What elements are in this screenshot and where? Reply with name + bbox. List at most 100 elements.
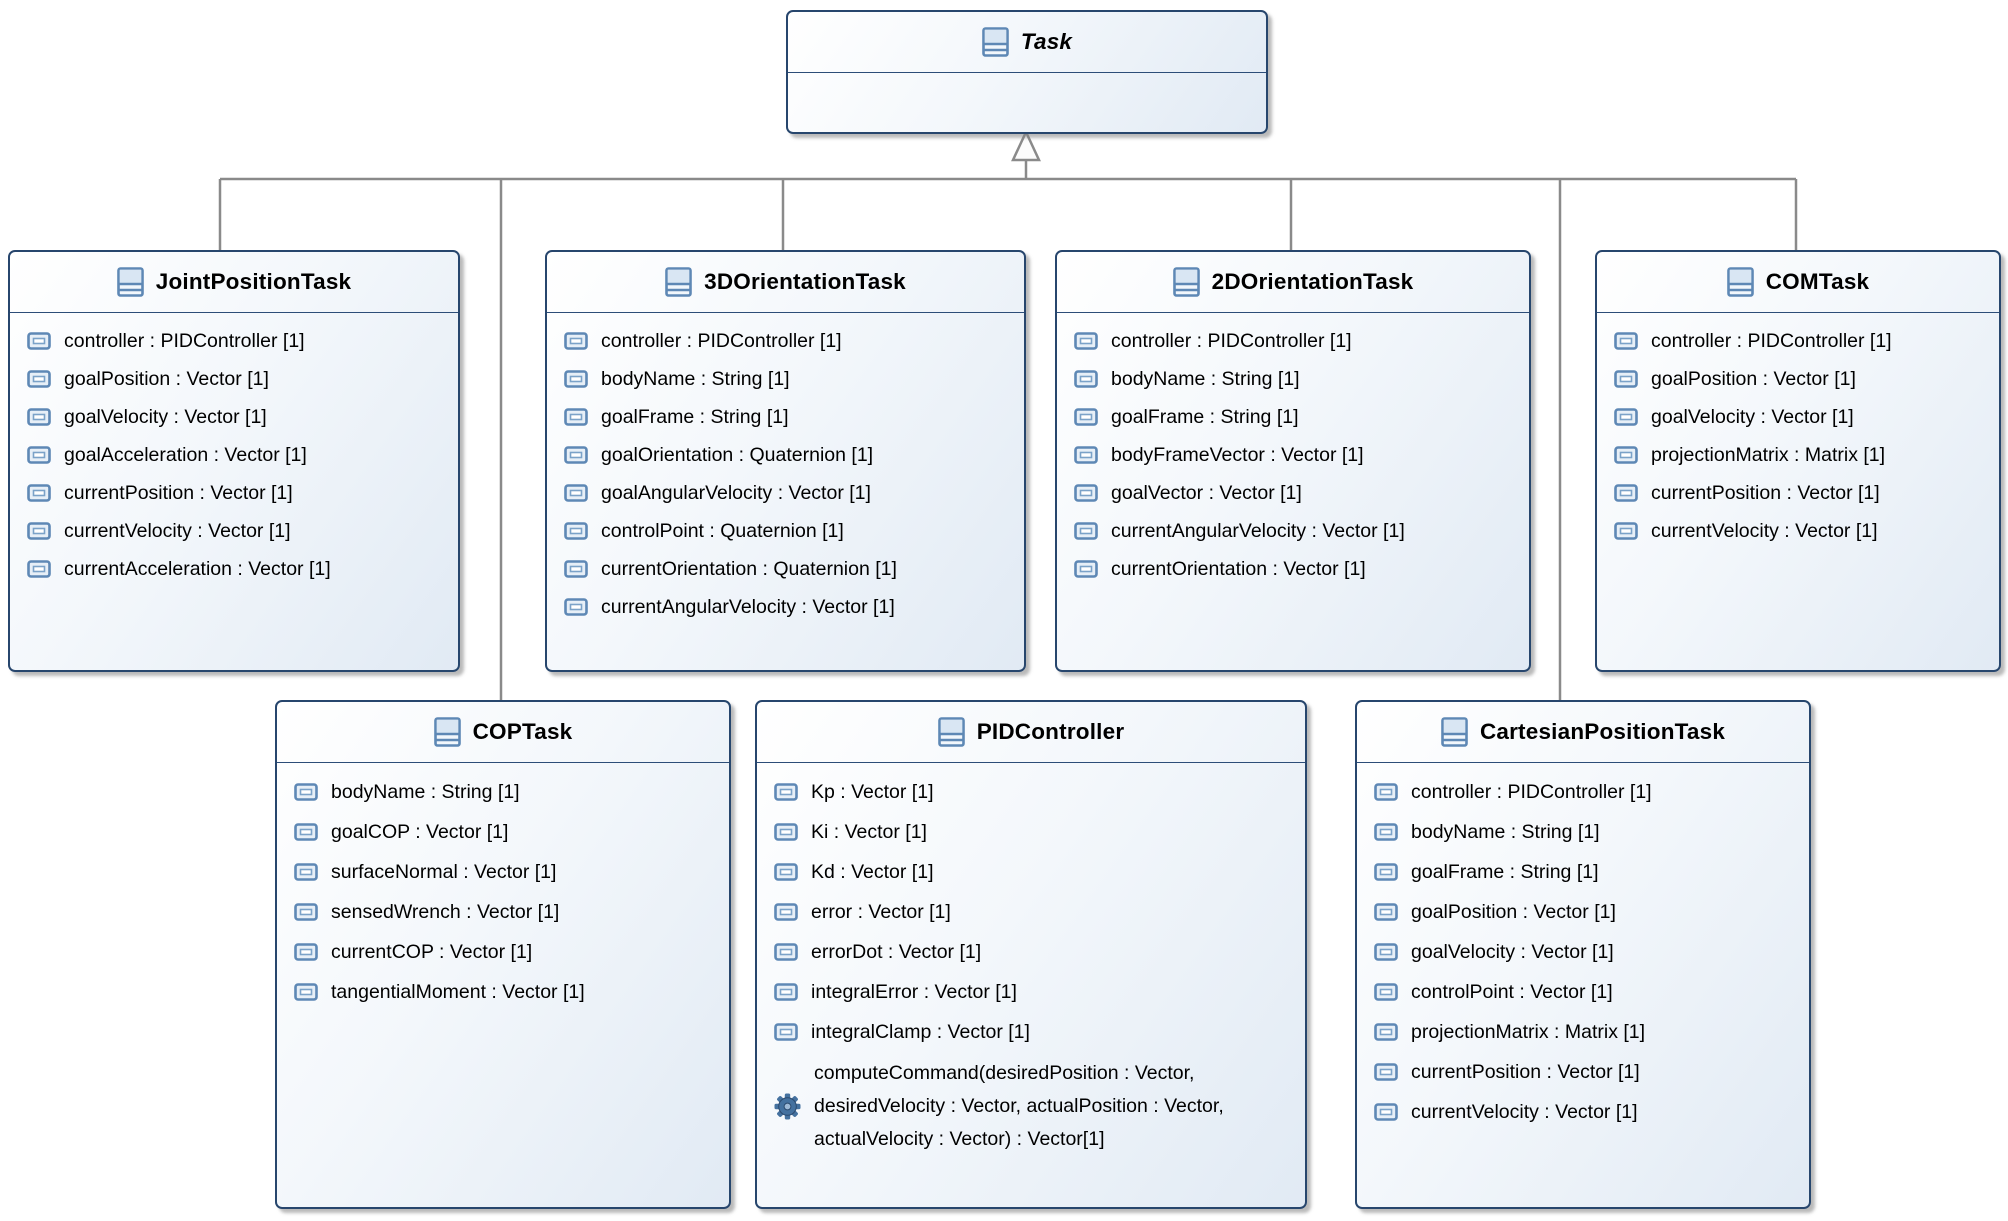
class-name: PIDController (976, 719, 1125, 744)
attribute-icon (564, 560, 588, 578)
class-cartesianpositiontask[interactable]: CartesianPositionTask controller : PIDCo… (1355, 700, 1811, 1209)
attribute-row: goalVelocity : Vector [1] (27, 398, 450, 436)
attribute-icon (1074, 484, 1098, 502)
attribute-row: projectionMatrix : Matrix [1] (1614, 436, 1991, 474)
attribute-row: errorDot : Vector [1] (774, 932, 1297, 972)
attribute-icon (1374, 903, 1398, 921)
attribute-icon (27, 332, 51, 350)
attribute-icon (27, 446, 51, 464)
attribute-text: goalVelocity : Vector [1] (1651, 405, 1854, 428)
attribute-row: controller : PIDController [1] (564, 322, 1016, 360)
class-title-bar: CartesianPositionTask (1357, 702, 1809, 763)
attribute-icon (294, 783, 318, 801)
attribute-row: goalPosition : Vector [1] (1614, 360, 1991, 398)
attribute-icon (1074, 370, 1098, 388)
attribute-icon (774, 783, 798, 801)
attribute-row: bodyName : String [1] (1074, 360, 1521, 398)
attribute-icon (1374, 783, 1398, 801)
class-title-bar: 2DOrientationTask (1057, 252, 1529, 313)
attribute-row: goalCOP : Vector [1] (294, 812, 721, 852)
attribute-icon (564, 408, 588, 426)
attribute-icon (27, 522, 51, 540)
attribute-icon (1074, 332, 1098, 350)
attribute-text: controller : PIDController [1] (1411, 780, 1652, 803)
attribute-icon (1074, 560, 1098, 578)
class-icon (1726, 267, 1754, 297)
class-pidcontroller[interactable]: PIDController Kp : Vector [1] Ki : Vector… (755, 700, 1307, 1209)
attribute-text: projectionMatrix : Matrix [1] (1411, 1020, 1646, 1043)
attributes-compartment: controller : PIDController [1] goalPositi… (1597, 313, 1999, 550)
attribute-icon (1614, 332, 1638, 350)
attribute-row: goalFrame : String [1] (1074, 398, 1521, 436)
attribute-row: Kd : Vector [1] (774, 852, 1297, 892)
attribute-text: sensedWrench : Vector [1] (331, 900, 560, 923)
class-2dorientationtask[interactable]: 2DOrientationTask controller : PIDContro… (1055, 250, 1531, 672)
attribute-row: currentVelocity : Vector [1] (1614, 512, 1991, 550)
attribute-icon (1374, 983, 1398, 1001)
class-title-bar: 3DOrientationTask (547, 252, 1024, 313)
attribute-icon (1614, 370, 1638, 388)
attribute-text: bodyName : String [1] (1111, 367, 1300, 390)
attribute-text: goalVelocity : Vector [1] (1411, 940, 1614, 963)
attribute-text: controller : PIDController [1] (64, 329, 305, 352)
class-title-bar: Task (788, 12, 1266, 73)
attribute-text: controller : PIDController [1] (1651, 329, 1892, 352)
class-comtask[interactable]: COMTask controller : PIDController [1] go… (1595, 250, 2001, 672)
attribute-row: integralClamp : Vector [1] (774, 1012, 1297, 1052)
attribute-icon (1614, 484, 1638, 502)
attribute-text: goalOrientation : Quaternion [1] (601, 443, 874, 466)
attribute-text: controlPoint : Quaternion [1] (601, 519, 844, 542)
class-task[interactable]: Task (786, 10, 1268, 134)
attribute-row: Kp : Vector [1] (774, 772, 1297, 812)
attribute-text: currentAngularVelocity : Vector [1] (1111, 519, 1405, 542)
attributes-compartment (788, 73, 1266, 82)
attribute-icon (774, 903, 798, 921)
attribute-text: currentAngularVelocity : Vector [1] (601, 595, 895, 618)
attribute-text: goalPosition : Vector [1] (1651, 367, 1856, 390)
class-name: 3DOrientationTask (704, 269, 906, 294)
class-coptask[interactable]: COPTask bodyName : String [1]goalCOP : V… (275, 700, 731, 1209)
attribute-row: integralError : Vector [1] (774, 972, 1297, 1012)
attributes-compartment: Kp : Vector [1] Ki : Vector [1] Kd : Vecto… (757, 763, 1305, 1156)
attribute-icon (564, 522, 588, 540)
attribute-text: goalAcceleration : Vector [1] (64, 443, 307, 466)
class-icon (116, 267, 144, 297)
attribute-row: controller : PIDController [1] (27, 322, 450, 360)
attribute-row: currentPosition : Vector [1] (27, 474, 450, 512)
attribute-row: goalFrame : String [1] (1374, 852, 1801, 892)
attributes-compartment: controller : PIDController [1] bodyName :… (1057, 313, 1529, 588)
class-icon (665, 267, 692, 297)
attribute-icon (27, 560, 51, 578)
attribute-icon (774, 823, 798, 841)
attribute-text: goalCOP : Vector [1] (331, 820, 509, 843)
attribute-text: bodyName : String [1] (1411, 820, 1600, 843)
attribute-text: currentPosition : Vector [1] (64, 481, 293, 504)
attribute-text: controlPoint : Vector [1] (1411, 980, 1613, 1003)
attribute-icon (1374, 943, 1398, 961)
attribute-row: bodyName : String [1] (1374, 812, 1801, 852)
attribute-row: goalVelocity : Vector [1] (1614, 398, 1991, 436)
attribute-icon (294, 823, 318, 841)
class-name: JointPositionTask (155, 269, 352, 294)
attribute-row: currentPosition : Vector [1] (1374, 1052, 1801, 1092)
class-jointpositiontask[interactable]: JointPositionTask controller : PIDContro… (8, 250, 460, 672)
attribute-text: currentVelocity : Vector [1] (1651, 519, 1878, 542)
class-title-bar: PIDController (757, 702, 1305, 763)
attribute-text: Ki : Vector [1] (811, 820, 927, 843)
attribute-row: bodyFrameVector : Vector [1] (1074, 436, 1521, 474)
class-title-bar: COMTask (1597, 252, 1999, 313)
attribute-row: bodyName : String [1] (294, 772, 721, 812)
attribute-text: goalVector : Vector [1] (1111, 481, 1302, 504)
attribute-row: controller : PIDController [1] (1074, 322, 1521, 360)
attributes-compartment: controller : PIDController [1] bodyName :… (1357, 763, 1809, 1132)
attribute-icon (564, 598, 588, 616)
attribute-text: goalPosition : Vector [1] (64, 367, 269, 390)
attribute-row: controller : PIDController [1] (1374, 772, 1801, 812)
attribute-icon (294, 943, 318, 961)
attribute-text: goalFrame : String [1] (601, 405, 789, 428)
class-icon (937, 717, 965, 747)
attribute-icon (564, 332, 588, 350)
class-3dorientationtask[interactable]: 3DOrientationTask controller : PIDContro… (545, 250, 1026, 672)
attribute-row: bodyName : String [1] (564, 360, 1016, 398)
